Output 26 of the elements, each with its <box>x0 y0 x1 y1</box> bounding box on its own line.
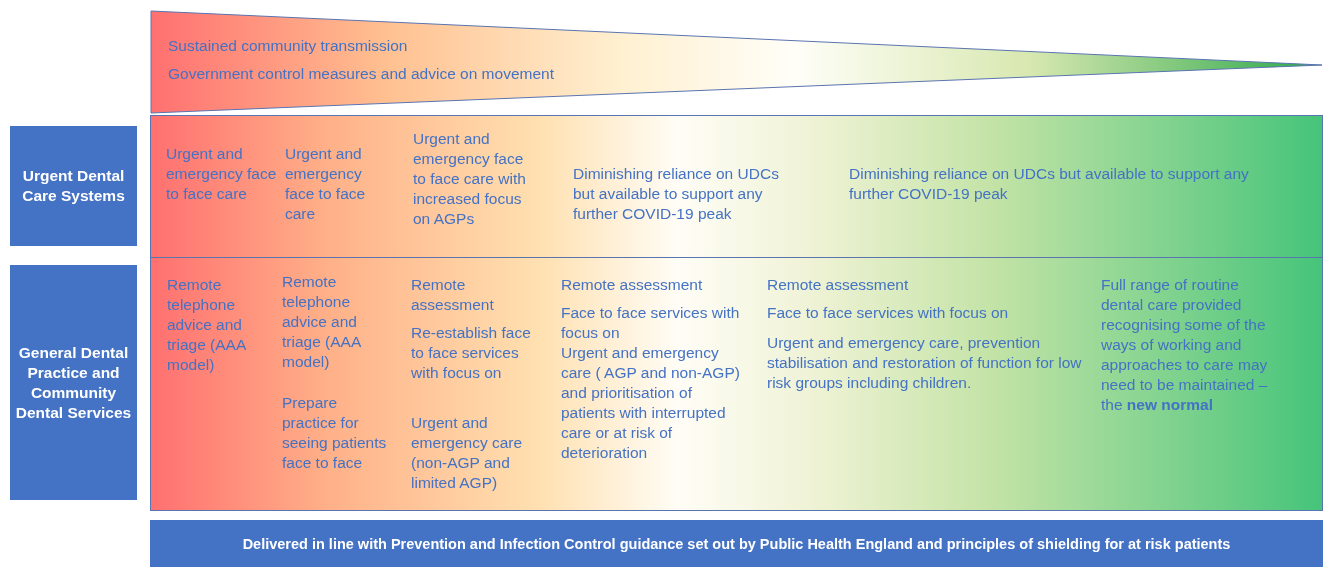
guidance-banner: Delivered in line with Prevention and Infection Control guidance set out by Public Health England and principles of shielding for at risk patients <box>150 520 1323 567</box>
phase-text: Urgent and emergency face to face care <box>285 144 367 224</box>
phase-text: Government control measures and advice on movement <box>168 64 555 84</box>
phase-text: Prepare practice for seeing patients face to face <box>282 393 388 473</box>
phase-text: Urgent and emergency face to face care with increased focus on AGPs <box>413 129 527 229</box>
phase-text: Urgent and emergency care, prevention stabilisation and restoration of function for low risk groups including children. <box>767 333 1083 393</box>
phase-text: Full range of routine dental care provided recognising some of the ways of working and approaches to care may need to be maintained – the new normal <box>1101 275 1269 415</box>
phase-text: Re-establish face to face services with focus on <box>411 323 531 383</box>
phase-text: Remote assessment <box>411 275 495 315</box>
phase-band <box>150 115 1323 258</box>
phase-text: Face to face services with focus on <box>561 303 741 343</box>
phase-text: Remote telephone advice and triage (AAA model) <box>282 272 362 372</box>
phase-text: Urgent and emergency care (non-AGP and limited AGP) <box>411 413 524 493</box>
phase-text: Remote telephone advice and triage (AAA model) <box>167 275 247 375</box>
row-header: Urgent Dental Care Systems <box>10 126 137 246</box>
phase-text: Remote assessment <box>767 275 910 295</box>
phase-text: Urgent and emergency face to face care <box>166 144 278 204</box>
phase-text: Face to face services with focus on <box>767 303 1010 323</box>
row-header: General Dental Practice and Community Dental Services <box>10 265 137 500</box>
phase-text: Diminishing reliance on UDCs but available to support any further COVID-19 peak <box>573 164 780 224</box>
phase-text: Diminishing reliance on UDCs but available to support any further COVID-19 peak <box>849 164 1250 204</box>
transmission-wedge <box>150 10 1323 114</box>
phase-text: Urgent and emergency care ( AGP and non-AGP) and prioritisation of patients with interrupted care or at risk of deterioration <box>561 343 741 463</box>
phase-text: Sustained community transmission <box>168 36 409 56</box>
phase-band <box>150 257 1323 511</box>
phase-text: Remote assessment <box>561 275 704 295</box>
